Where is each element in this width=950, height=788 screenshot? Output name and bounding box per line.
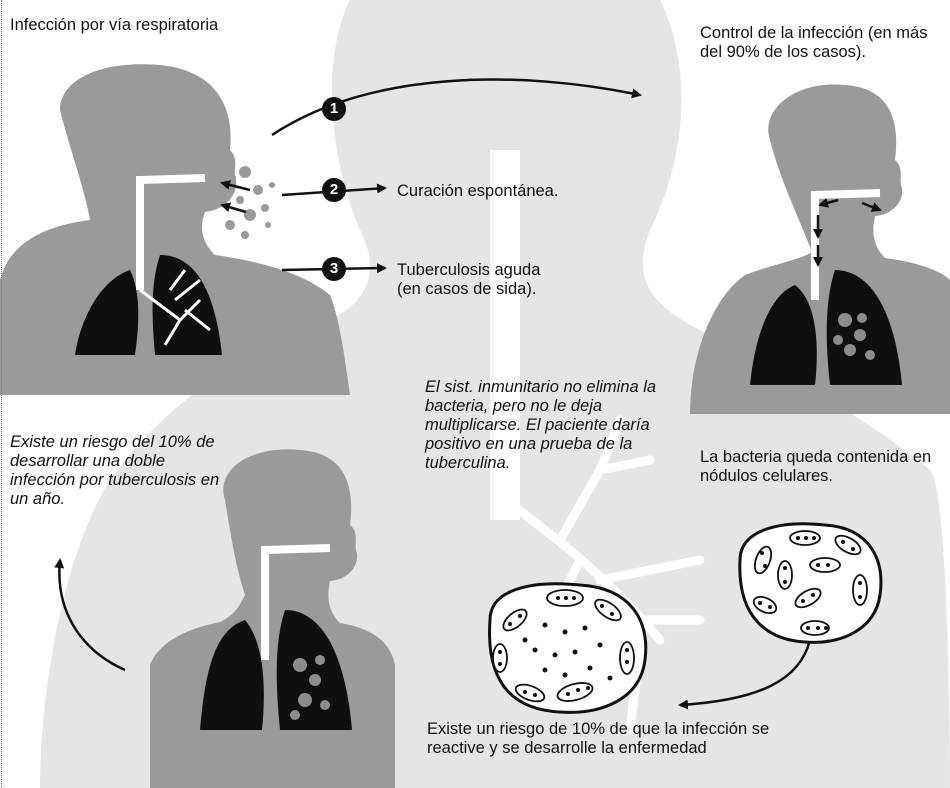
label-spontaneous-cure: Curación espontánea. [397,182,559,200]
inhale-arrows [220,180,251,214]
step-1-badge: 1 [322,97,346,121]
label-immune-note: El sist. inmunitario no elimina la bacte… [425,378,657,472]
step-2-badge: 2 [322,178,346,202]
label-infection-route: Infección por vía respiratoria [10,16,219,34]
step-3-badge: 3 [322,257,346,281]
nodule-active [488,582,648,714]
label-reactivation: Existe un riesgo de 10% de que la infecc… [427,720,770,757]
nodule-contained [738,522,883,644]
left-border [1,0,2,788]
label-acute-tb-2: (en casos de sida). [397,280,537,298]
label-nodules: La bacteria queda contenida en nódulos c… [700,448,932,485]
figure-infection [0,64,350,395]
label-control: Control de la infección (en más del 90% … [700,24,928,61]
background-trachea [490,150,520,520]
figure-reinfection [150,449,395,788]
exhale-arrows [813,198,882,267]
label-acute-tb-1: Tuberculosis aguda [397,261,541,279]
figure-control [690,84,950,414]
label-double-risk: Existe un riesgo del 10% de desarrollar … [10,433,220,508]
